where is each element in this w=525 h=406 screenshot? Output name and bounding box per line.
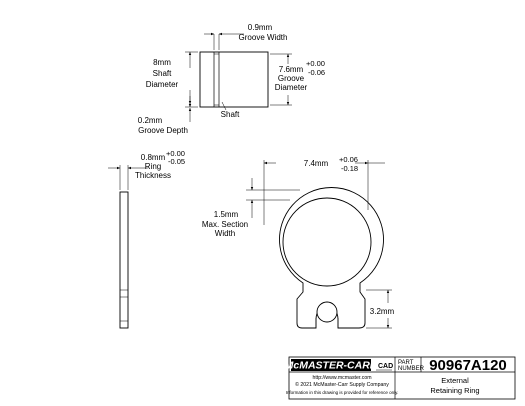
cad-badge: CAD: [378, 363, 393, 370]
copyright: © 2021 McMaster-Carr Supply Company: [295, 381, 389, 388]
groove-diameter-label: Diameter: [275, 83, 308, 92]
groove-diameter-label: Groove: [278, 74, 305, 83]
title-block: McMASTER-CARR CAD PART NUMBER 90967A120 …: [285, 356, 516, 400]
shaft-diameter-label: Shaft: [153, 69, 172, 78]
shaft-label: Shaft: [221, 110, 240, 119]
section-width-label: Width: [215, 229, 235, 238]
thickness-tolerance-minus: -0.05: [168, 157, 185, 166]
groove-depth-label: Groove Depth: [138, 126, 188, 135]
part-number: 90967A120: [429, 357, 507, 374]
inner-diameter-tolerance-plus: +0.06: [339, 155, 358, 164]
shaft-body: [199, 51, 269, 108]
thickness-label: Ring: [145, 162, 161, 171]
groove-diameter-tolerance-minus: -0.06: [308, 68, 325, 77]
thickness-tolerance-plus: +0.00: [166, 149, 185, 158]
gap-value: 3.2mm: [370, 307, 395, 316]
ring-side-profile: [119, 191, 129, 329]
part-description: External: [441, 376, 469, 385]
side-view: 0.8mm +0.00 -0.05 Ring Thickness: [108, 149, 185, 329]
groove-diameter-tolerance-plus: +0.00: [306, 59, 325, 68]
part-description: Retaining Ring: [430, 386, 479, 395]
inner-diameter-value: 7.4mm: [304, 159, 329, 168]
thickness-value: 0.8mm: [141, 153, 166, 162]
company-url: http://www.mcmaster.com: [312, 375, 371, 381]
shaft-view: 0.9mm Groove Width 8mm Shaft Diameter 7.…: [138, 23, 325, 135]
groove-diameter-value: 7.6mm: [279, 65, 304, 74]
groove-width-value: 0.9mm: [248, 23, 273, 32]
leader-line: [221, 101, 227, 111]
shaft-diameter-value: 8mm: [153, 58, 171, 67]
brand-banner: [291, 359, 371, 371]
groove-depth-value: 0.2mm: [138, 116, 163, 125]
brand-logo: McMASTER-CARR: [285, 360, 378, 372]
thickness-label: Thickness: [135, 171, 171, 180]
shaft-diameter-label: Diameter: [146, 80, 179, 89]
front-view: 7.4mm +0.06 -0.18 1.5mm Max. Section Wid…: [202, 155, 395, 329]
ring-inner-bore: [282, 197, 372, 287]
ring-lug-hole: [316, 301, 338, 323]
part-number-label: PART: [398, 360, 414, 366]
section-width-value: 1.5mm: [214, 210, 239, 219]
part-number-label: NUMBER: [398, 366, 425, 372]
disclaimer: Information in this drawing is provided …: [286, 390, 399, 395]
inner-diameter-tolerance-minus: -0.18: [341, 164, 358, 173]
groove-width-label: Groove Width: [239, 33, 288, 42]
section-width-label: Max. Section: [202, 220, 248, 229]
